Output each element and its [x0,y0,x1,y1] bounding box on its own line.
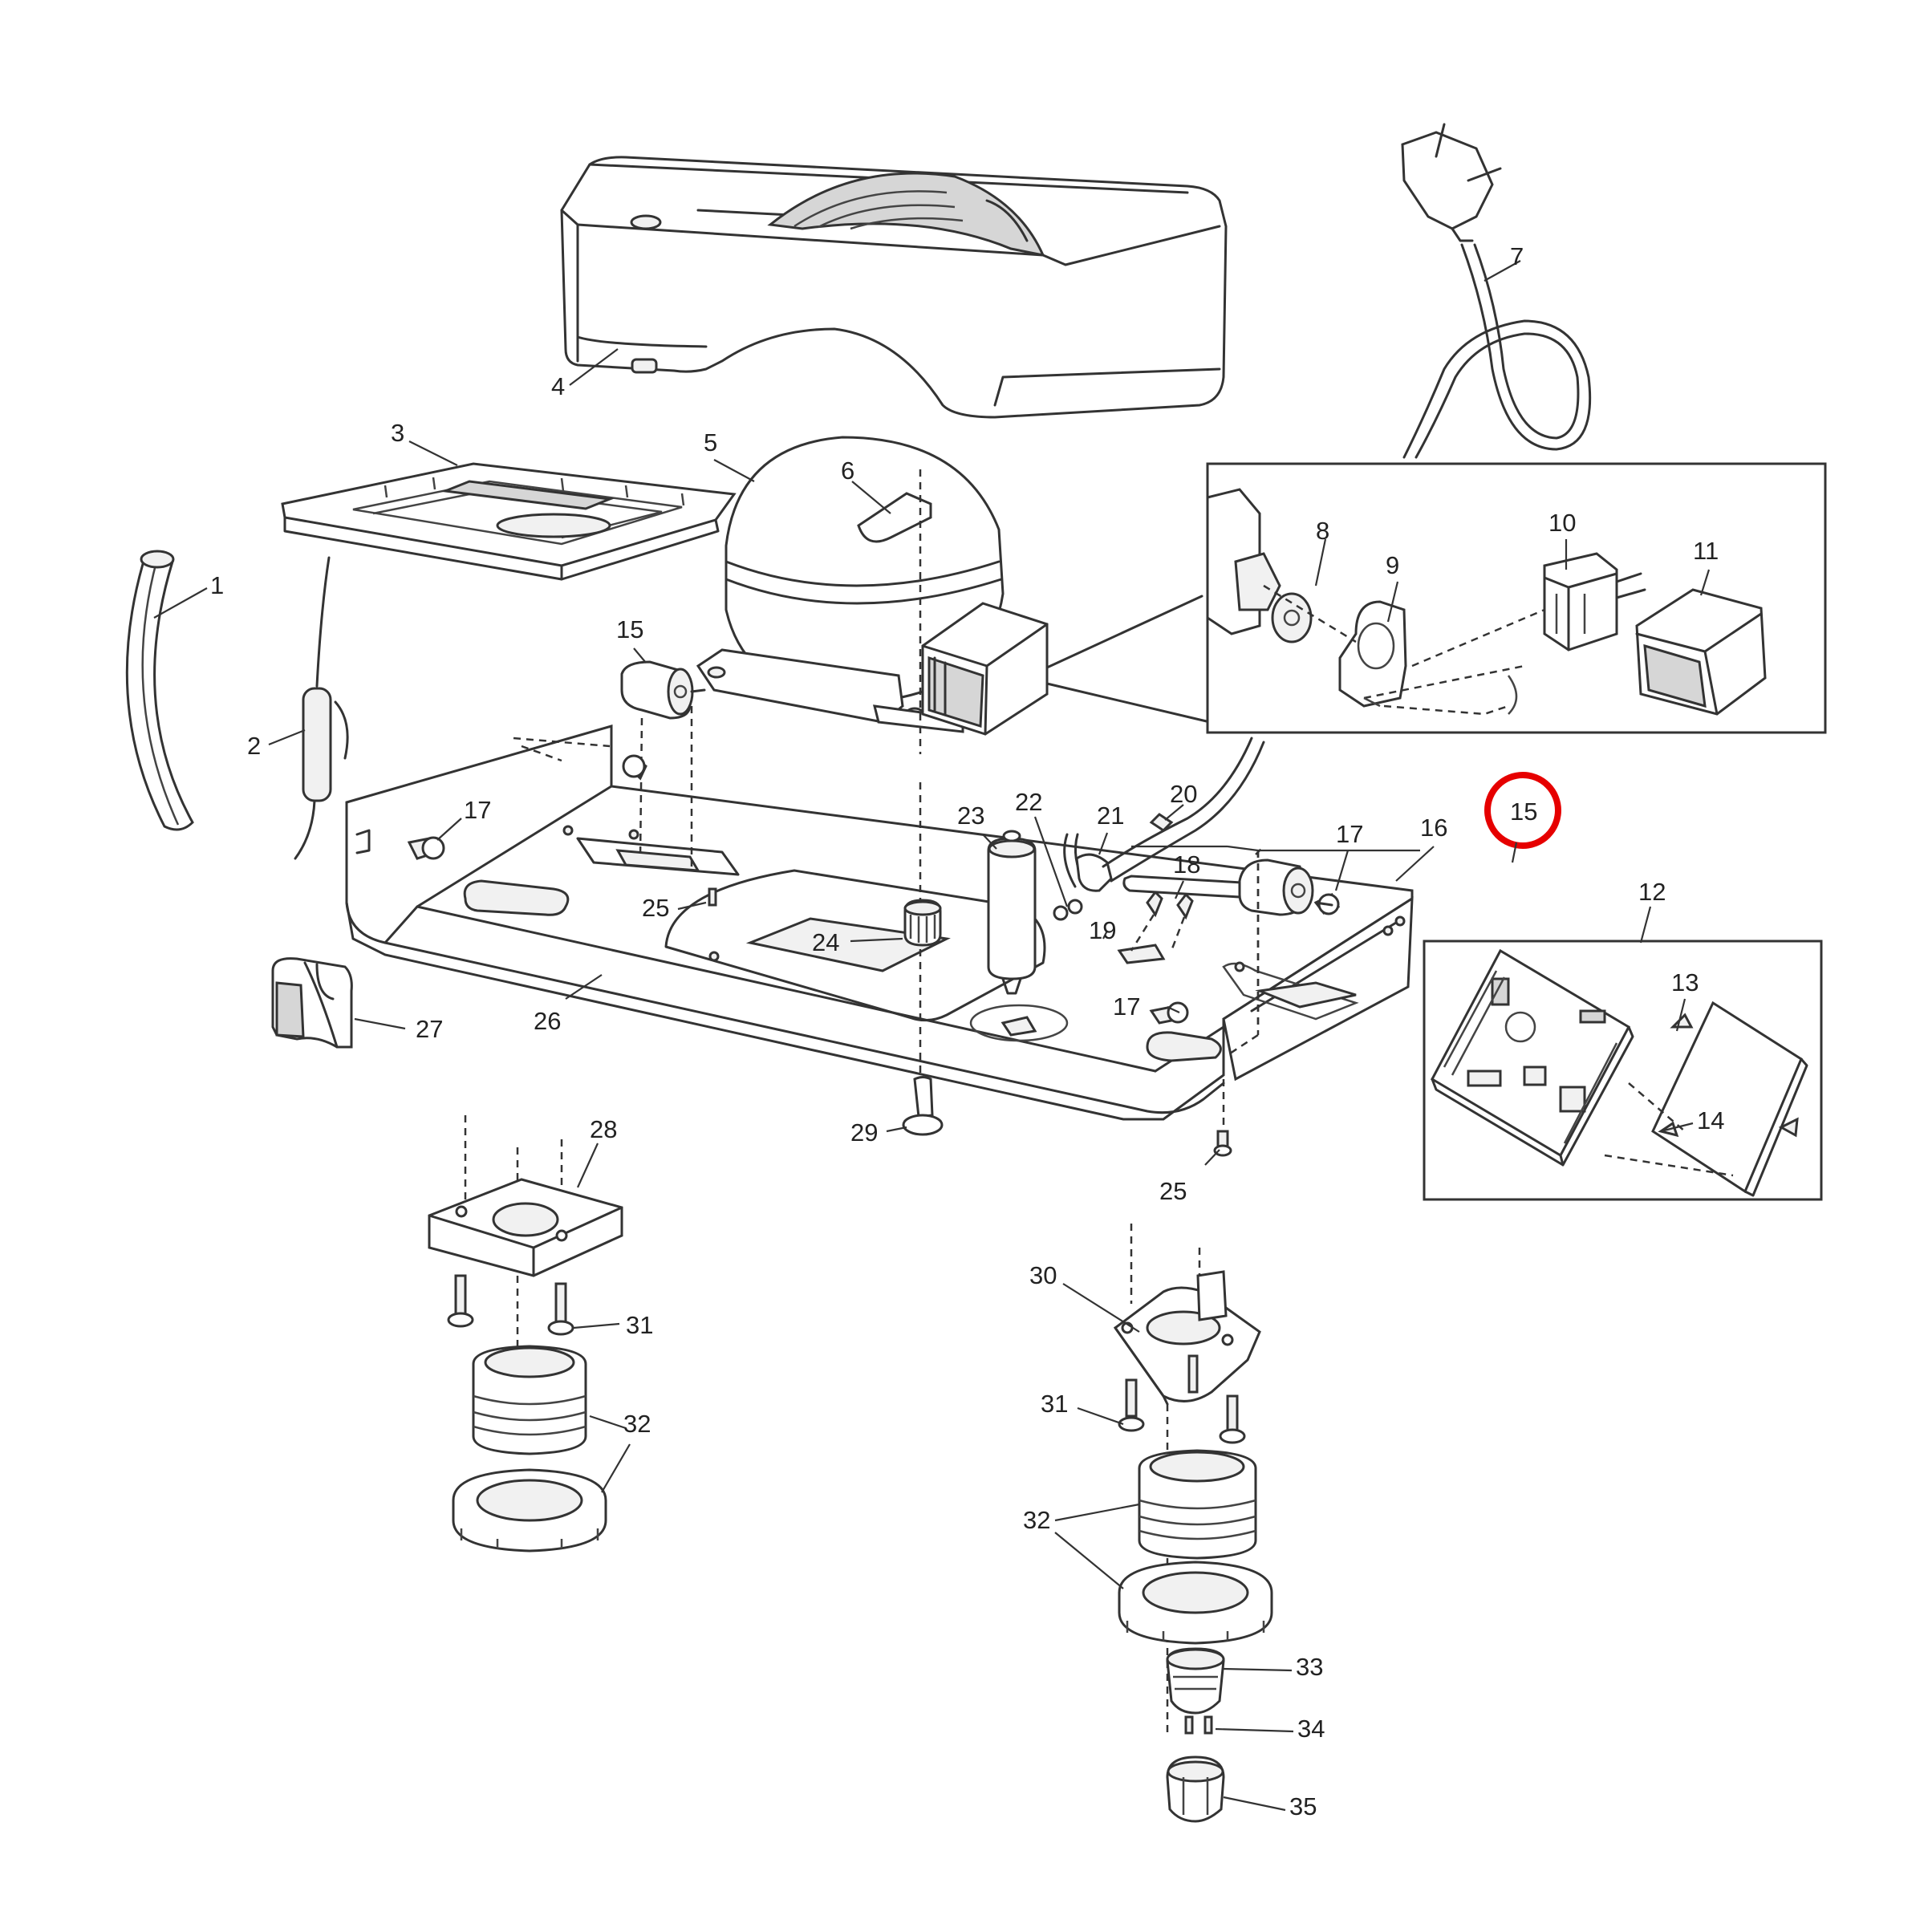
callout-6: 6 [841,457,854,485]
part-25-screw-right [1213,1079,1232,1157]
callout-21: 21 [1097,802,1124,830]
callout-17-right: 17 [1336,820,1363,848]
compressor-relay-box [921,602,1049,736]
left-leg-assembly [428,1115,623,1552]
callout-13: 13 [1671,968,1699,996]
part-21-grommet [1063,737,1265,892]
part-2-sensor-cable [294,556,349,860]
callout-26: 26 [534,1007,561,1035]
callout-24: 24 [812,928,839,956]
part-22-clip [1053,899,1083,921]
callout-16: 16 [1420,814,1447,842]
inset-control-board [1131,845,1823,1201]
callout-25-center: 25 [642,894,669,922]
callout-labels: 1 2 3 4 5 6 7 8 9 10 11 12 13 14 15 15 1… [210,242,1724,1820]
callout-31-left: 31 [626,1311,653,1339]
callout-8: 8 [1316,517,1329,545]
inset-relay-parts [1045,462,1827,734]
leader-lines [153,260,1711,1812]
callout-28: 28 [590,1115,617,1143]
callout-20: 20 [1170,780,1197,808]
part-1-hose [125,550,194,831]
part-3-drip-tray [281,462,737,581]
callout-11: 11 [1693,537,1719,565]
callout-1: 1 [210,571,224,599]
part-20-screw [1149,813,1174,832]
right-leg-assembly [1113,1224,1273,1823]
callout-35: 35 [1289,1792,1317,1820]
part-23-float-switch [919,782,1037,1019]
callout-15-right: 15 [1510,798,1537,826]
callout-12: 12 [1638,878,1666,906]
callout-25-right: 25 [1159,1177,1187,1205]
part-27-clip [271,957,353,1049]
callout-5: 5 [704,428,717,457]
part-25-screw-center [708,887,717,907]
callout-29: 29 [850,1118,878,1147]
callout-27: 27 [416,1015,443,1043]
callout-14: 14 [1697,1106,1724,1134]
callout-17-left: 17 [464,796,491,824]
callout-15-left: 15 [616,615,643,643]
part-18-screws [1130,890,1194,952]
callout-18: 18 [1173,850,1200,879]
callout-34: 34 [1297,1715,1325,1743]
part-24-fitting [903,899,942,947]
callout-33: 33 [1296,1653,1323,1681]
callout-7: 7 [1510,242,1524,270]
part-15-motor-left [620,660,706,867]
callout-23: 23 [957,802,984,830]
callout-10: 10 [1548,509,1576,537]
callout-32-left: 32 [623,1410,651,1438]
callout-2: 2 [247,732,261,760]
callout-17-bottom: 17 [1113,992,1140,1021]
callout-4: 4 [551,372,565,400]
callout-3: 3 [391,419,404,447]
callout-19: 19 [1089,916,1116,944]
callout-32-right: 32 [1023,1506,1050,1534]
callout-31-right: 31 [1041,1390,1068,1418]
part-17-screws [407,737,1341,1025]
part-29-foot [902,1027,944,1136]
part-7-power-cord [1401,123,1592,459]
highlight-circle [1484,772,1561,849]
callout-9: 9 [1386,551,1399,579]
callout-22: 22 [1015,788,1042,816]
part-26-base-plate [345,724,1414,1121]
part-4-top-tray [560,156,1228,419]
callout-30: 30 [1029,1261,1057,1289]
